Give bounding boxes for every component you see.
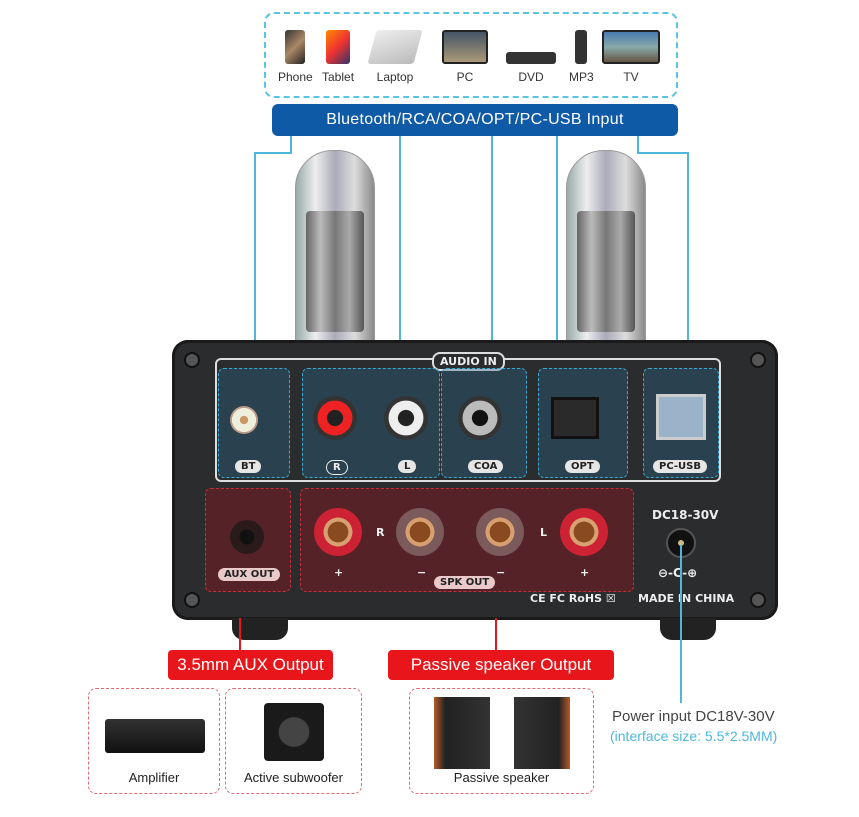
dvd-icon	[506, 52, 556, 64]
speaker-image-right	[514, 697, 570, 769]
connector-line	[637, 136, 639, 154]
polarity-symbol: ⊖-C-⊕	[658, 566, 698, 580]
passive-speaker-box: Passive speaker	[409, 688, 594, 794]
audio-in-label: AUDIO IN	[432, 352, 505, 371]
source-tablet: Tablet	[322, 30, 354, 84]
bt-antenna-port[interactable]	[230, 406, 258, 434]
connector-line	[556, 136, 558, 370]
aux-arrow-line	[239, 618, 241, 650]
speaker-terminal-l-minus[interactable]	[476, 508, 524, 556]
connector-line	[254, 152, 292, 154]
rca-r-label: R	[326, 460, 348, 475]
spk-l-label: L	[540, 526, 548, 539]
phone-icon	[285, 30, 306, 64]
screw-icon	[184, 592, 200, 608]
dc-voltage-label: DC18-30V	[652, 508, 719, 522]
connector-line	[491, 136, 493, 370]
minus-label: −	[417, 566, 427, 579]
screw-icon	[184, 352, 200, 368]
speaker-terminal-r-minus[interactable]	[396, 508, 444, 556]
opt-label: OPT	[565, 460, 600, 473]
speaker-image-left	[434, 697, 490, 769]
screw-icon	[750, 592, 766, 608]
subwoofer-box: Active subwoofer	[225, 688, 362, 794]
usb-label: PC-USB	[653, 460, 707, 473]
connector-line	[399, 136, 401, 370]
source-mp3: MP3	[569, 30, 594, 84]
made-in-label: MADE IN CHINA	[638, 592, 735, 605]
speaker-terminal-l-plus[interactable]	[560, 508, 608, 556]
pc-icon	[442, 30, 488, 64]
source-pc: PC	[442, 30, 488, 84]
vacuum-tube-left	[295, 150, 375, 345]
laptop-icon	[367, 30, 423, 64]
speaker-terminal-r-plus[interactable]	[314, 508, 362, 556]
rca-l-label: L	[398, 460, 417, 473]
tablet-icon	[326, 30, 351, 64]
source-tv: TV	[602, 30, 660, 84]
input-banner: Bluetooth/RCA/COA/OPT/PC-USB Input	[272, 104, 678, 136]
source-dvd: DVD	[506, 30, 556, 84]
screw-icon	[750, 352, 766, 368]
plus-label: +	[580, 566, 590, 579]
aux-output-label: 3.5mm AUX Output	[168, 650, 333, 680]
coa-section	[441, 368, 527, 478]
input-sources-box: Phone Tablet Laptop PC DVD MP3 TV	[264, 12, 678, 98]
source-laptop: Laptop	[367, 30, 423, 84]
spk-out-label: SPK OUT	[434, 576, 496, 589]
connector-line	[637, 152, 689, 154]
rca-r-port[interactable]	[313, 396, 357, 440]
power-connector-line	[680, 545, 682, 703]
rca-l-port[interactable]	[384, 396, 428, 440]
aux-out-label: AUX OUT	[218, 568, 281, 581]
power-input-title: Power input DC18V-30V	[612, 708, 775, 725]
plus-label: +	[334, 566, 344, 579]
tv-icon	[602, 30, 660, 64]
connector-line	[687, 152, 689, 370]
coaxial-port[interactable]	[458, 396, 502, 440]
minus-label: −	[496, 566, 506, 579]
aux-out-jack[interactable]	[230, 520, 264, 554]
foot	[232, 618, 288, 640]
mp3-icon	[575, 30, 588, 64]
certification-marks: CE FC RoHS ☒	[530, 592, 616, 605]
foot	[660, 618, 716, 640]
coa-label: COA	[468, 460, 504, 473]
power-interface-note: (interface size: 5.5*2.5MM)	[610, 728, 778, 744]
source-phone: Phone	[278, 30, 313, 84]
amplifier-box: Amplifier	[88, 688, 220, 794]
optical-port[interactable]	[551, 397, 599, 439]
connector-line	[290, 136, 292, 154]
connector-line	[254, 154, 256, 370]
amplifier-image	[105, 719, 205, 753]
usb-b-port[interactable]	[656, 394, 706, 440]
bt-label: BT	[235, 460, 262, 473]
vacuum-tube-right	[566, 150, 646, 345]
speaker-output-label: Passive speaker Output	[388, 650, 614, 680]
speaker-arrow-line	[495, 618, 497, 650]
subwoofer-image	[264, 703, 324, 761]
spk-r-label: R	[376, 526, 385, 539]
